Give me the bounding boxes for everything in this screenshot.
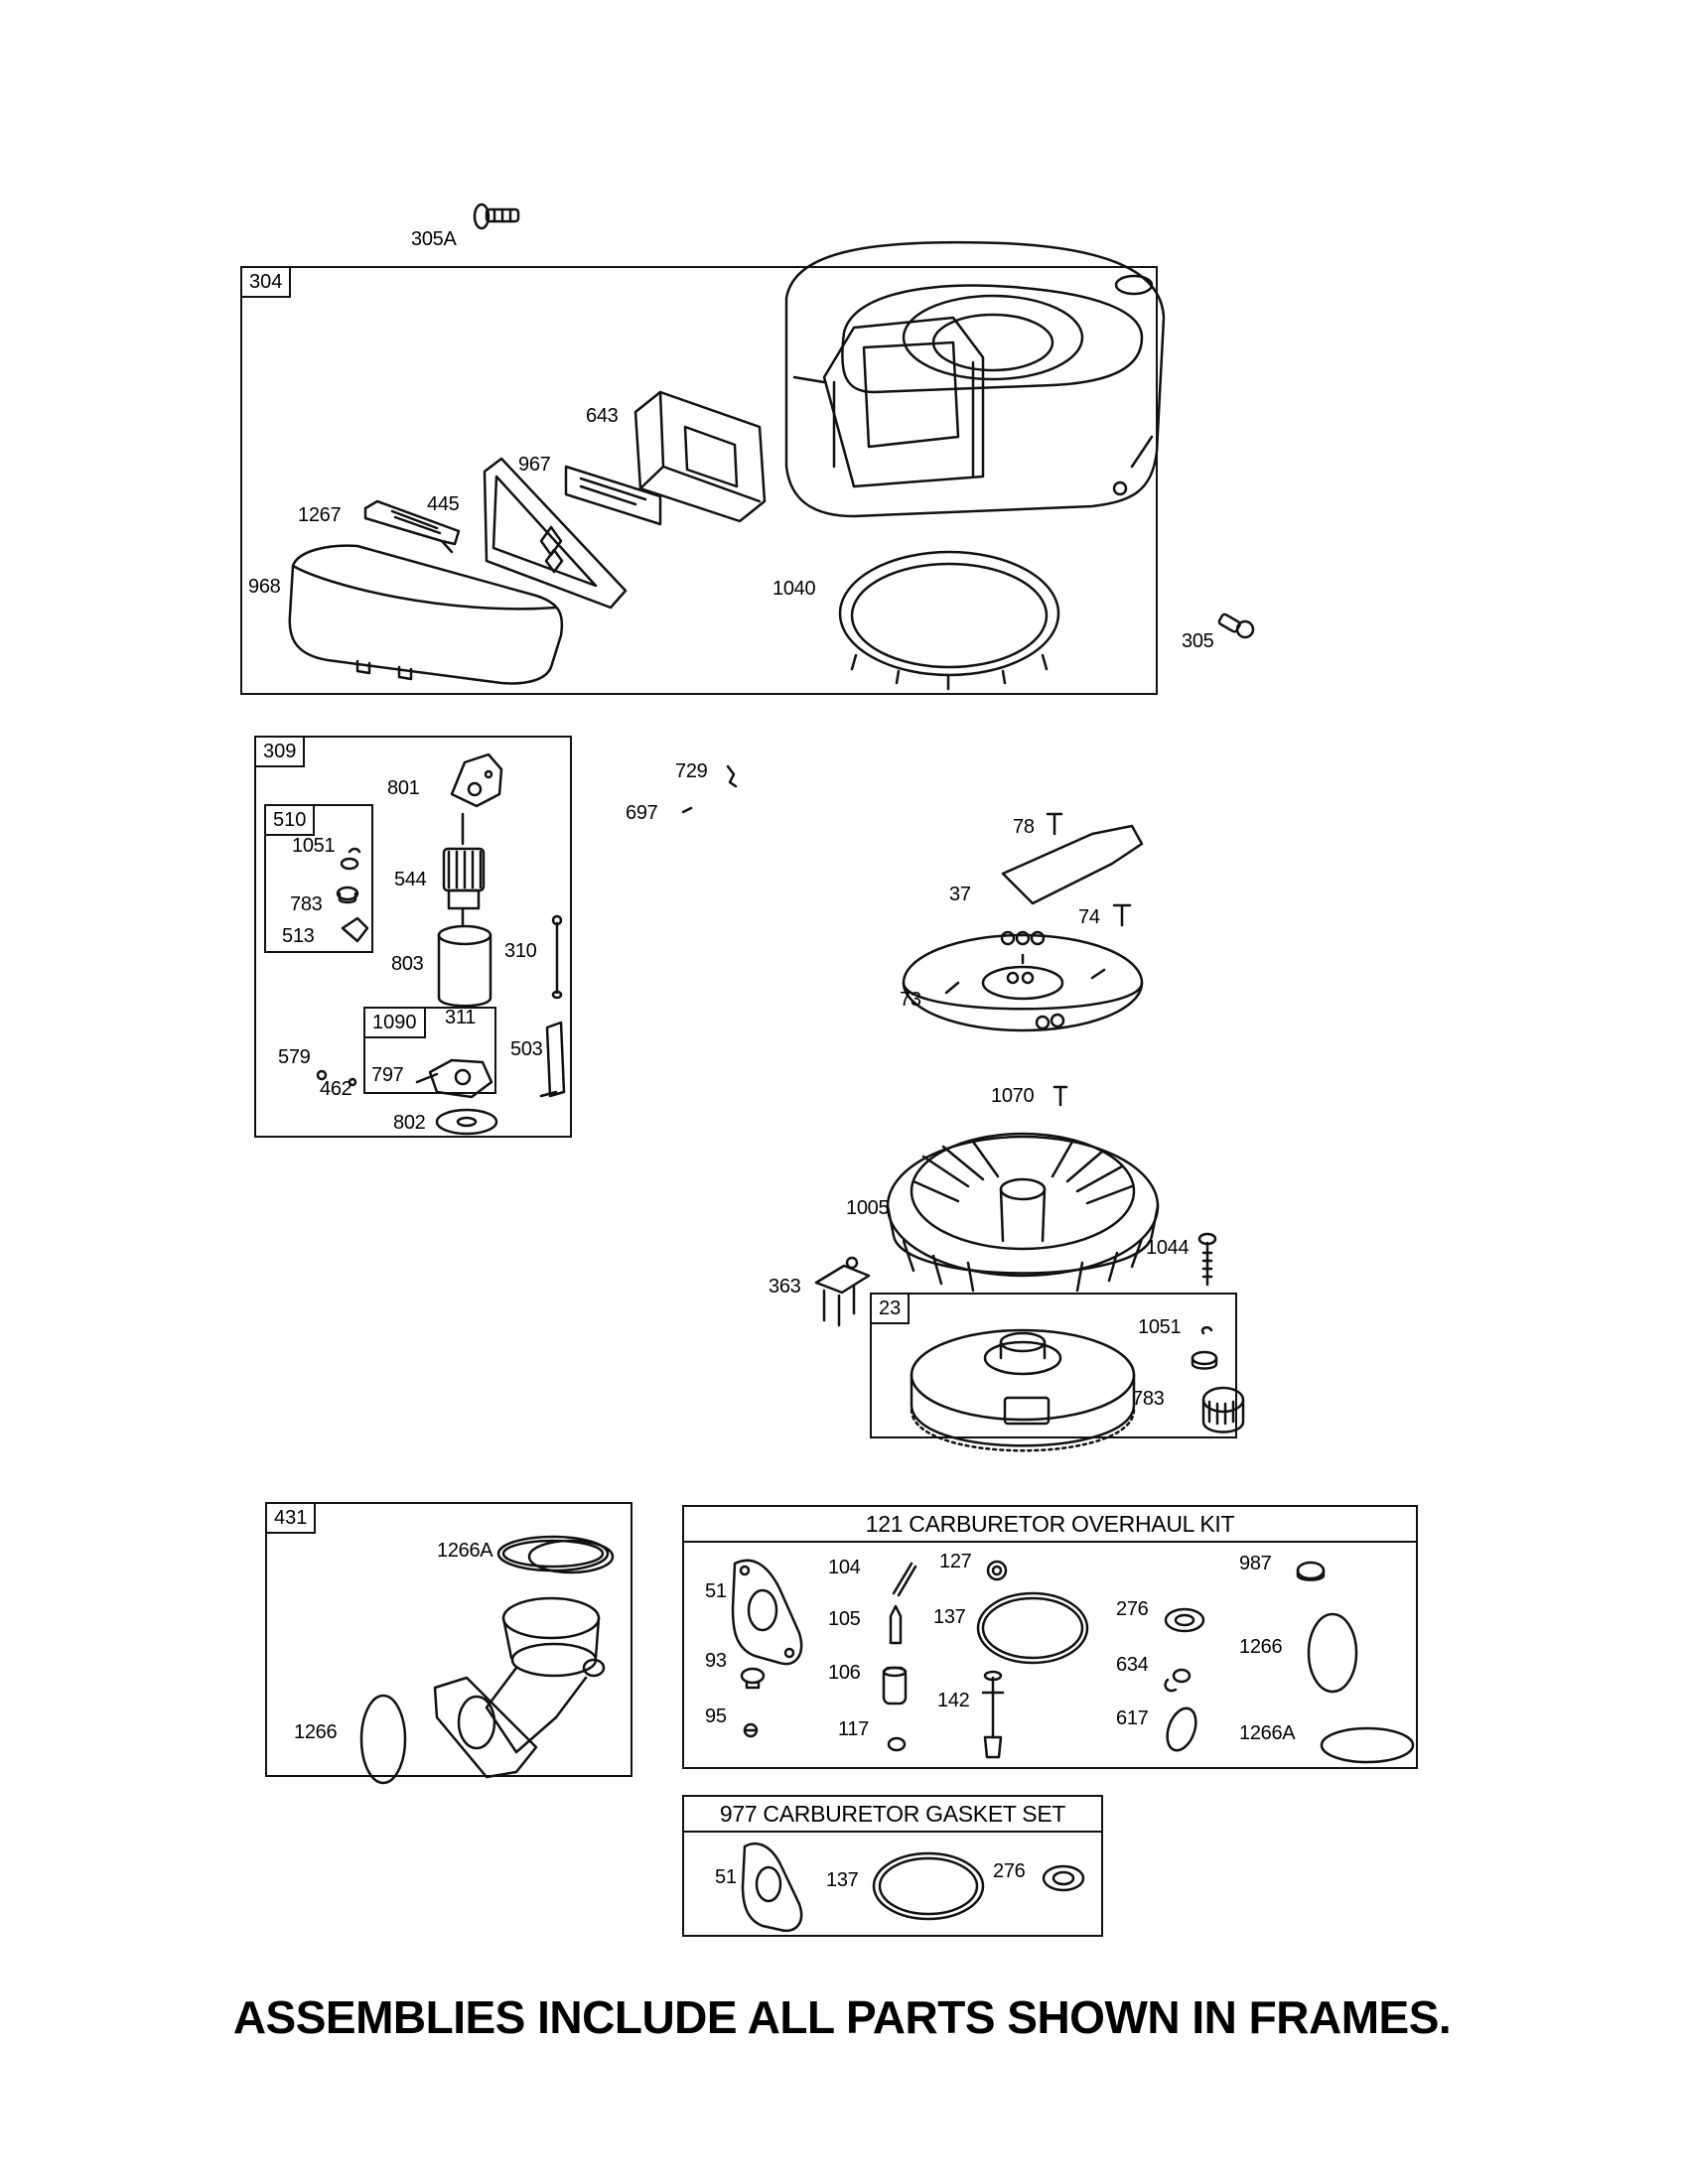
part-label: 783 (290, 893, 323, 915)
frame-304-tag: 304 (242, 268, 292, 298)
part-label: 137 (933, 1606, 966, 1628)
part-label: 1266 (294, 1721, 338, 1743)
frame-1090-tag: 1090 (365, 1009, 426, 1038)
part-label: 987 (1239, 1553, 1272, 1574)
starter-motor-309-drawing (316, 752, 566, 1136)
part-label: 967 (518, 454, 551, 476)
part-label: 1044 (1146, 1237, 1190, 1259)
part-label: 968 (248, 576, 281, 598)
part-label: 1040 (772, 578, 816, 600)
o-ring-1266a-431-drawing (527, 1539, 615, 1574)
frame-23-tag: 23 (872, 1295, 911, 1324)
bolt-1070-drawing (1052, 1085, 1068, 1107)
part-label: 697 (626, 802, 658, 824)
part-label: 305A (411, 228, 457, 250)
part-label: 503 (510, 1038, 543, 1060)
part-label: 617 (1116, 1707, 1149, 1729)
part-label: 310 (504, 940, 537, 962)
part-label: 95 (705, 1706, 727, 1727)
part-label: 579 (278, 1046, 311, 1068)
part-label: 1267 (298, 504, 342, 526)
screw-305-drawing (1217, 613, 1255, 639)
part-label: 797 (371, 1064, 404, 1086)
grille-445-drawing (483, 457, 628, 610)
footer-note: ASSEMBLIES INCLUDE ALL PARTS SHOWN IN FR… (232, 1991, 1452, 2043)
part-label: 105 (828, 1608, 861, 1630)
part-label: 643 (586, 405, 619, 427)
part-label: 462 (320, 1078, 352, 1100)
part-label: 544 (394, 869, 427, 890)
o-ring-1266-431-drawing (359, 1694, 407, 1785)
part-label: 276 (993, 1860, 1026, 1882)
frame-23: 23 (870, 1293, 1237, 1438)
flywheel-fan-1005-drawing (886, 1132, 1160, 1293)
frame-121-title: 121 CARBURETOR OVERHAUL KIT (684, 1507, 1416, 1543)
decal-967-drawing (564, 465, 662, 526)
frame-1090: 1090 (363, 1007, 496, 1094)
part-label: 729 (675, 760, 708, 782)
ring-1040-drawing (838, 550, 1060, 691)
part-label: 1266 (1239, 1636, 1283, 1658)
part-label: 276 (1116, 1598, 1149, 1620)
part-label: 106 (828, 1662, 861, 1684)
part-label: 51 (705, 1580, 727, 1602)
clip-1267-drawing (363, 499, 461, 554)
part-label: 783 (1132, 1388, 1165, 1410)
part-label: 74 (1078, 906, 1100, 928)
gasket-set-977-drawing (741, 1842, 1085, 1933)
part-label: 37 (949, 884, 971, 905)
frame-309-tag: 309 (256, 738, 306, 767)
part-label: 104 (828, 1557, 861, 1578)
frame-309: 309 (254, 736, 572, 1138)
flywheel-23-drawing (910, 1325, 1245, 1452)
shield-37-drawing (1001, 812, 1144, 927)
duct-643-drawing (633, 390, 767, 523)
part-label: 1005 (846, 1197, 890, 1219)
part-label: 142 (937, 1690, 970, 1711)
part-label: 1051 (1138, 1316, 1182, 1338)
frame-304: 304 (240, 266, 1158, 695)
part-label: 137 (826, 1869, 859, 1891)
screen-73-drawing (902, 930, 1144, 1032)
part-label: 117 (838, 1718, 869, 1740)
frame-977-carburetor-gasket-set: 977 CARBURETOR GASKET SET (682, 1795, 1103, 1937)
part-label: 1051 (292, 835, 336, 857)
part-label: 513 (282, 925, 315, 947)
part-label: 1070 (991, 1085, 1035, 1107)
part-label: 73 (900, 989, 921, 1011)
part-label: 1266A (437, 1540, 493, 1562)
frame-431-tag: 431 (267, 1504, 317, 1534)
part-label: 93 (705, 1650, 727, 1672)
part-label: 803 (391, 953, 424, 975)
part-label: 1266A (1239, 1722, 1296, 1744)
bolt-1044-drawing (1197, 1232, 1217, 1287)
frame-121-carburetor-overhaul-kit: 121 CARBURETOR OVERHAUL KIT (682, 1505, 1418, 1769)
carburetor-kit-121-drawing (731, 1559, 1415, 1764)
part-label: 311 (445, 1007, 476, 1028)
bracket-363-drawing (814, 1256, 871, 1327)
frame-431: 431 (265, 1502, 632, 1777)
screw-305a-drawing (473, 203, 520, 230)
part-label: 801 (387, 777, 420, 799)
part-label: 445 (427, 493, 460, 515)
cover-968-drawing (288, 544, 564, 685)
blower-housing-304-drawing (784, 240, 1166, 518)
part-label: 78 (1013, 816, 1035, 838)
part-label: 51 (715, 1866, 737, 1888)
part-label: 634 (1116, 1654, 1149, 1676)
part-label: 802 (393, 1112, 426, 1134)
frame-510-tag: 510 (266, 806, 316, 836)
part-label: 363 (769, 1276, 801, 1297)
frame-977-title: 977 CARBURETOR GASKET SET (684, 1797, 1101, 1833)
frame-510: 510 (264, 804, 373, 953)
part-label: 127 (939, 1551, 972, 1572)
pins-729-697-drawing (681, 764, 738, 814)
part-label: 305 (1182, 630, 1214, 652)
